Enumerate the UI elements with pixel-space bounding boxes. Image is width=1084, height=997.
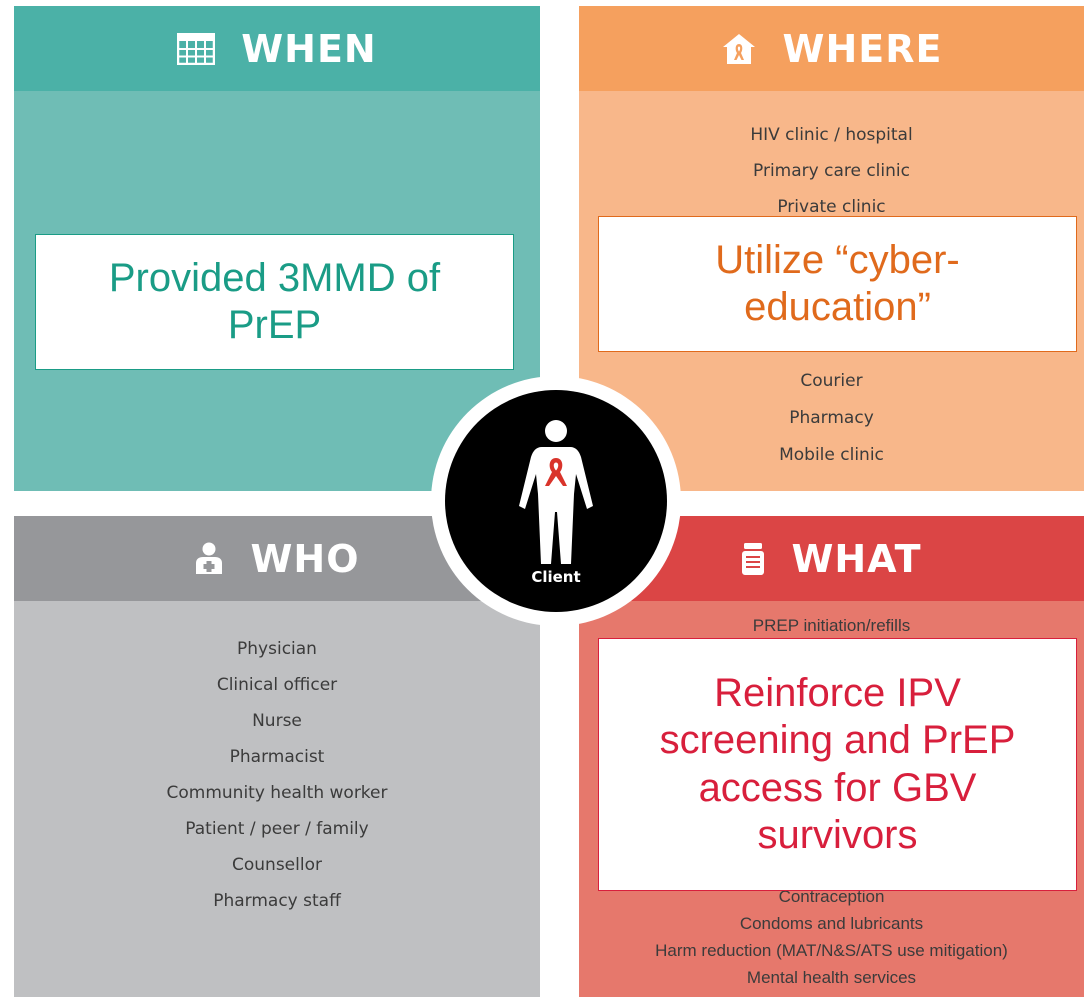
who-quadrant: WHO Physician Clinical officer Nurse Pha… (14, 516, 540, 997)
list-item: Primary care clinic (753, 161, 910, 181)
medicine-bottle-icon (741, 542, 765, 576)
list-item: HIV clinic / hospital (750, 125, 913, 145)
what-overlay-box: Reinforce IPV screening and PrEP access … (598, 638, 1077, 891)
calendar-icon (177, 32, 216, 65)
list-item: Contraception (778, 887, 885, 906)
what-overlay-text: Reinforce IPV screening and PrEP access … (659, 671, 1016, 857)
client-circle: Client (431, 376, 681, 626)
list-item: Pharmacist (229, 747, 325, 767)
list-item: Harm reduction (MAT/N&S/ATS use mitigati… (655, 941, 1008, 960)
list-item: Patient / peer / family (185, 819, 369, 839)
list-item: Nurse (252, 711, 302, 731)
list-item: Pharmacy (789, 408, 874, 428)
health-worker-icon (194, 542, 224, 576)
client-label: Client (531, 568, 581, 586)
who-body: Physician Clinical officer Nurse Pharmac… (14, 601, 540, 997)
when-title: WHEN (241, 26, 377, 71)
when-header: WHEN (14, 6, 540, 91)
list-item: Condoms and lubricants (739, 914, 924, 933)
list-item: Mental health services (746, 968, 917, 987)
when-overlay-text: Provided 3MMD of PrEP (108, 255, 441, 347)
where-overlay-text: Utilize “cyber-education” (715, 237, 960, 329)
list-item: Physician (237, 639, 317, 659)
list-item: Mobile clinic (779, 445, 884, 465)
list-item: PREP initiation/refills (752, 616, 911, 635)
where-list-bottom: Courier Pharmacy Mobile clinic (579, 363, 1084, 474)
list-item: Counsellor (232, 855, 322, 875)
list-item: Courier (800, 371, 863, 391)
where-title: WHERE (782, 26, 943, 71)
what-title: WHAT (791, 536, 922, 581)
who-list: Physician Clinical officer Nurse Pharmac… (14, 631, 540, 919)
list-item: Private clinic (777, 197, 886, 217)
where-list-top: HIV clinic / hospital Primary care clini… (579, 117, 1084, 225)
where-header: WHERE (579, 6, 1084, 91)
when-overlay-box: Provided 3MMD of PrEP (35, 234, 514, 370)
list-item: Community health worker (166, 783, 388, 803)
client-badge: Client (445, 390, 667, 612)
who-title: WHO (250, 536, 360, 581)
list-item: Pharmacy staff (213, 891, 341, 911)
list-item: Clinical officer (216, 675, 338, 695)
house-ribbon-icon (721, 32, 757, 66)
what-list-top: PREP initiation/refills (579, 611, 1084, 641)
person-ribbon-icon (519, 420, 593, 564)
what-list-bottom: Contraception Condoms and lubricants Har… (579, 883, 1084, 991)
where-overlay-box: Utilize “cyber-education” (598, 216, 1077, 352)
